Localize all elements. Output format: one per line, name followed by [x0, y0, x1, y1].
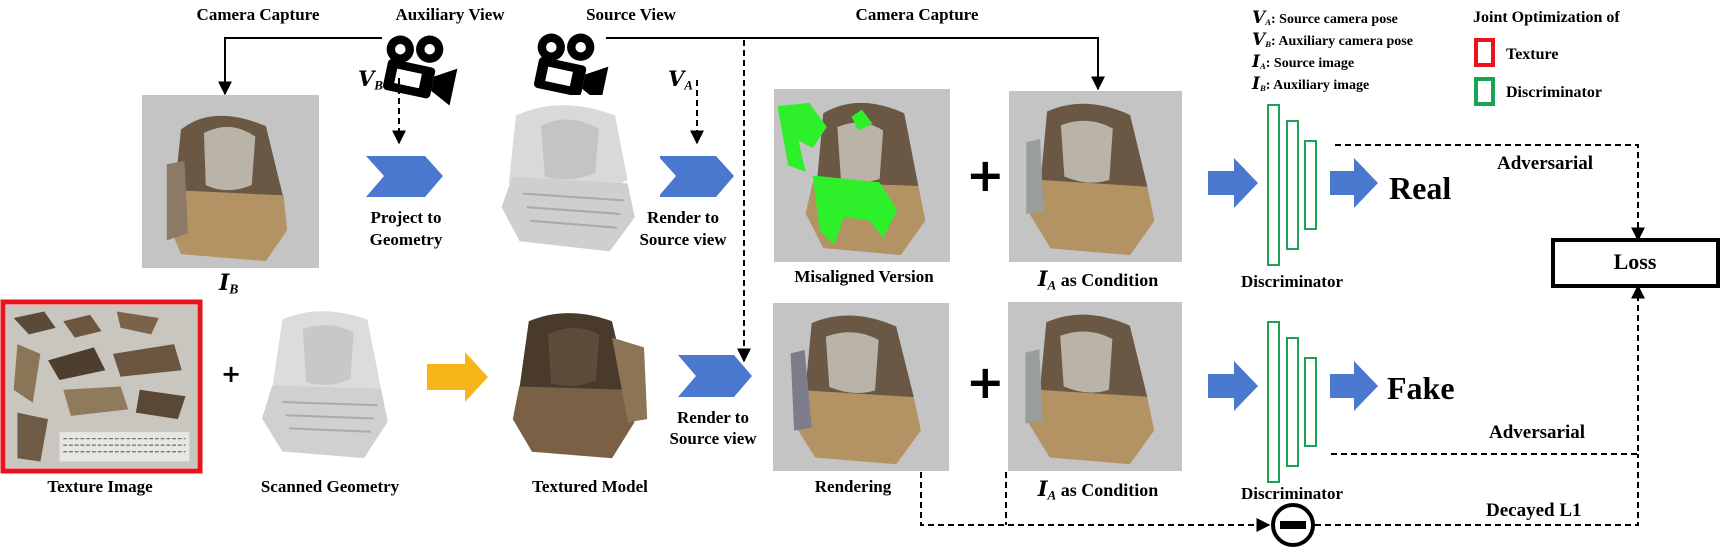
- misaligned-version-image: [774, 89, 950, 262]
- discriminator-bottom-icon: [1267, 321, 1317, 483]
- camera-capture-right-label: Camera Capture: [855, 5, 979, 24]
- plus-sign-top: +: [966, 148, 1005, 202]
- render-bottom-chevron-icon: [678, 355, 752, 397]
- auxiliary-view-label: Auxiliary View: [395, 5, 505, 24]
- block-arrows: [1208, 158, 1378, 411]
- legend-texture-swatch: [1474, 38, 1495, 67]
- chevron-arrows: [366, 156, 752, 397]
- ib-label: IB: [219, 270, 239, 297]
- vb-label: VB: [358, 66, 383, 93]
- ia-condition-bottom-label: IA as Condition: [1037, 476, 1159, 503]
- legend-joint-title: Joint Optimization of: [1473, 9, 1620, 26]
- source-view-bottom-label: Source view: [669, 429, 757, 448]
- adversarial-bottom-label: Adversarial: [1489, 422, 1586, 443]
- misaligned-version-label: Misaligned Version: [794, 267, 934, 286]
- scanned-geometry-image: [245, 303, 415, 468]
- connector-lines: [218, 37, 1645, 532]
- project-chevron-icon: [366, 156, 443, 197]
- texture-image-label: Texture Image: [47, 477, 153, 496]
- arrow-to-disc-top-icon: [1208, 158, 1258, 208]
- textured-model-image: [500, 305, 660, 468]
- project-to-label: Project to: [370, 208, 442, 227]
- legend-va: VA: Source camera pose: [1252, 8, 1398, 28]
- plus-sign-bottom: +: [966, 355, 1005, 409]
- ia-condition-top-label: IA as Condition: [1037, 266, 1159, 293]
- geometry-label: Geometry: [369, 230, 443, 249]
- textured-model-label: Textured Model: [532, 477, 648, 496]
- rendering-image: [773, 303, 949, 471]
- yellow-arrow-icon: [427, 352, 488, 402]
- legend-discriminator-label: Discriminator: [1506, 84, 1602, 101]
- legend-texture-label: Texture: [1506, 46, 1559, 63]
- rendering-label: Rendering: [814, 477, 892, 496]
- adversarial-top-label: Adversarial: [1497, 153, 1594, 174]
- discriminator-top-label: Discriminator: [1241, 272, 1343, 291]
- legend-ib: IB: Auxiliary image: [1252, 74, 1370, 94]
- plus-sign-small: +: [221, 360, 242, 388]
- source-camera-icon: [533, 33, 609, 104]
- legend-discriminator-swatch: [1474, 77, 1495, 106]
- scanned-geometry-label: Scanned Geometry: [260, 477, 400, 496]
- arrow-from-disc-top-icon: [1330, 158, 1378, 208]
- render-top-chevron-icon: [658, 156, 734, 197]
- loss-box: [1551, 238, 1720, 288]
- fake-label: Fake: [1387, 370, 1455, 406]
- real-label: Real: [1389, 170, 1452, 206]
- va-label: VA: [668, 66, 693, 93]
- auxiliary-camera-icon: [382, 35, 458, 106]
- arrow-to-disc-bottom-icon: [1208, 361, 1258, 411]
- geometry-chair-top-image: [480, 95, 660, 265]
- loss-label: Loss: [1613, 249, 1657, 274]
- render-to-bottom-label: Render to: [677, 408, 749, 427]
- minus-circle-icon: [1271, 503, 1315, 547]
- texture-image-frame: [0, 299, 203, 474]
- source-image-bottom: [1008, 302, 1182, 471]
- texture-image: [6, 305, 197, 468]
- source-image-top: [1009, 91, 1182, 262]
- render-to-top-label: Render to: [647, 208, 719, 227]
- legend-ia: IA: Source image: [1252, 52, 1355, 72]
- arrow-from-disc-bottom-icon: [1330, 361, 1378, 411]
- discriminator-bottom-label: Discriminator: [1241, 484, 1343, 503]
- source-view-label: Source View: [586, 5, 676, 24]
- legend-vb: VB: Auxiliary camera pose: [1252, 30, 1413, 50]
- auxiliary-image: [142, 95, 319, 268]
- discriminator-top-icon: [1267, 104, 1317, 266]
- source-view-top-label: Source view: [639, 230, 727, 249]
- camera-capture-left-label: Camera Capture: [196, 5, 320, 24]
- decayed-l1-label: Decayed L1: [1486, 500, 1582, 521]
